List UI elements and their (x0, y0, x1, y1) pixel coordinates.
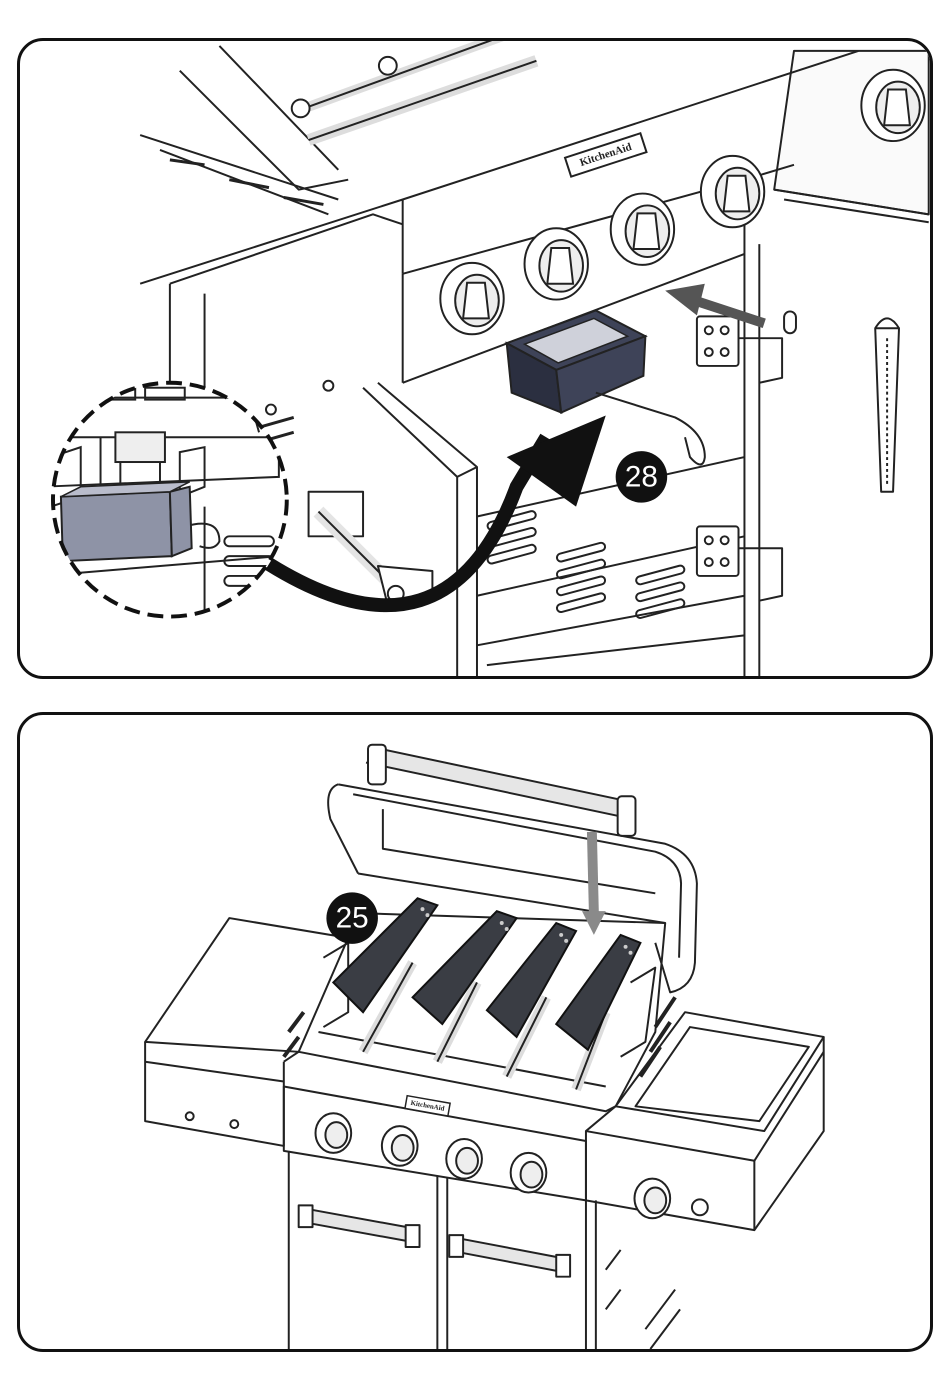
step-28-panel: KitchenAid (17, 38, 933, 679)
brand-plate: KitchenAid (565, 133, 646, 176)
igniter-button (692, 1199, 708, 1215)
step-number: 25 (336, 902, 369, 935)
drop-in-arrow (582, 832, 606, 935)
control-knob (316, 1113, 352, 1153)
detail-loupe (41, 383, 287, 636)
brand-plate: KitchenAid (405, 1096, 450, 1116)
grease-cup-detail (61, 482, 192, 561)
step-number-badge: 28 (616, 451, 668, 503)
step-25-panel: KitchenAid (17, 712, 933, 1352)
step-25-illustration: KitchenAid (20, 715, 930, 1349)
control-knob (701, 156, 764, 227)
control-knob (446, 1139, 482, 1179)
side-burner-knob (861, 70, 924, 141)
control-knob (611, 194, 674, 265)
control-knob (511, 1153, 547, 1193)
control-knob (440, 263, 503, 334)
callout-arrow (269, 415, 606, 605)
step-28-illustration: KitchenAid (20, 41, 930, 676)
control-knob (525, 228, 588, 299)
step-number-badge: 25 (326, 892, 378, 944)
control-knob (382, 1126, 418, 1166)
step-number: 28 (625, 460, 658, 493)
side-burner-knob (634, 1179, 670, 1219)
